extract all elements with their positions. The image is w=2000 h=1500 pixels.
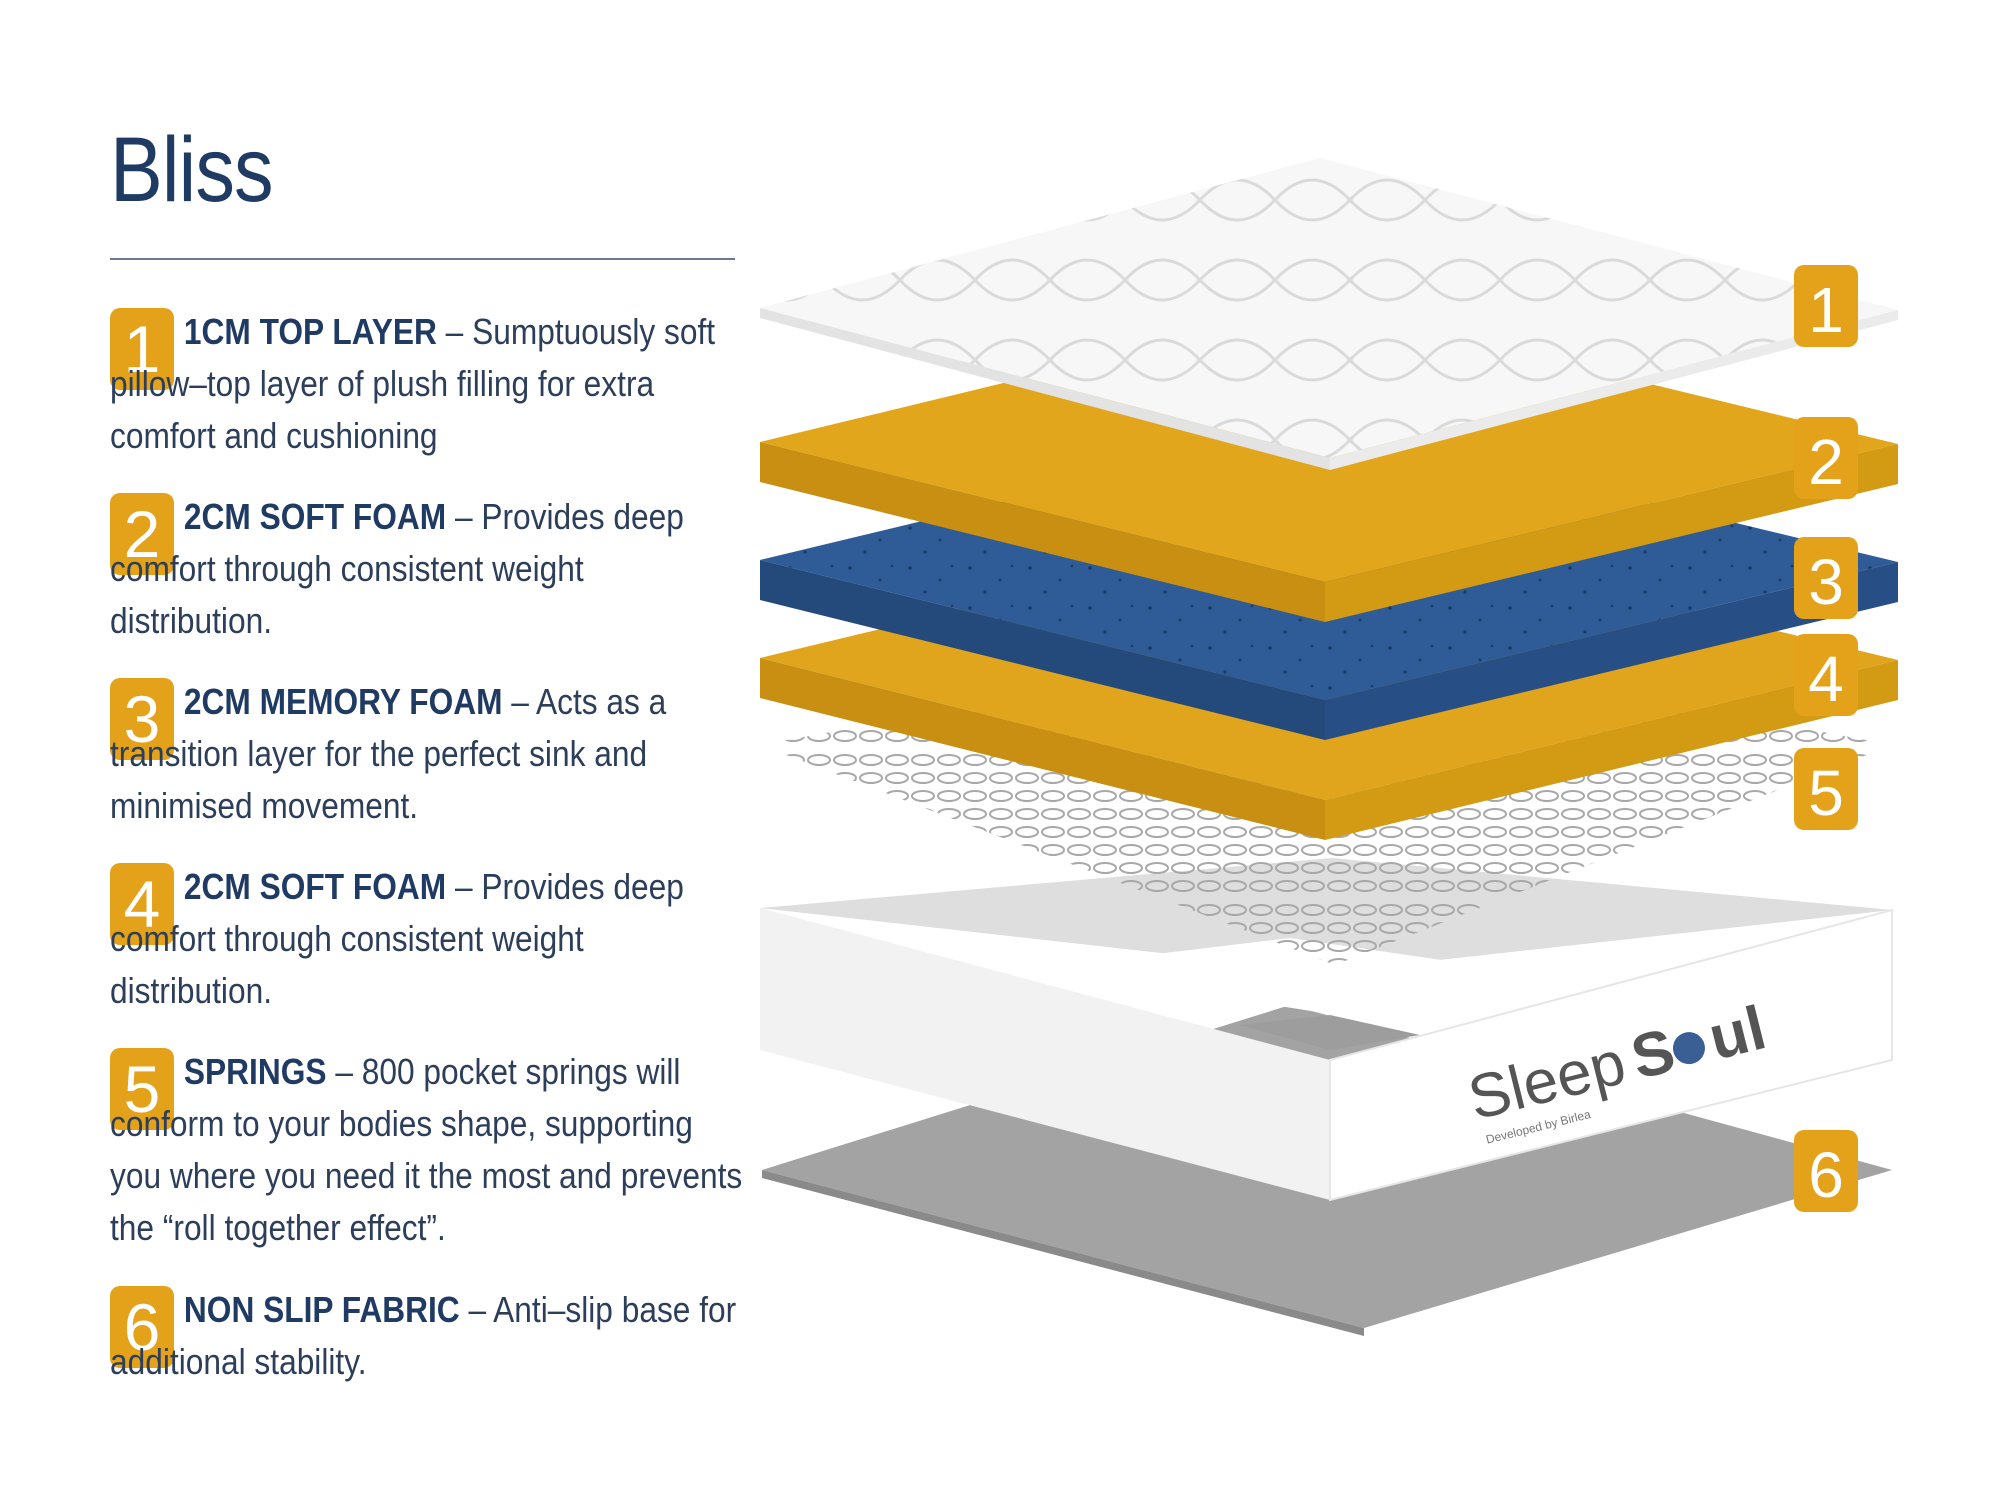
layer-description-2: 2 2CM SOFT FOAM – Provides deep comfort … — [110, 491, 750, 647]
layer-badge-3: 3 — [110, 678, 174, 760]
layer-text-5: 800 pocket springs will conform to your … — [110, 1051, 743, 1248]
logo-droplet-icon — [1672, 1032, 1705, 1065]
layer-text-1: Sumptuously soft pillow–top layer of plu… — [110, 311, 716, 456]
diagram-badge-6: 6 — [1794, 1130, 1858, 1212]
layer-name-6: NON SLIP FABRIC — [183, 1289, 460, 1330]
diagram-badge-3: 3 — [1794, 537, 1858, 619]
layer-text-3: Acts as a transition layer for the perfe… — [110, 681, 667, 826]
svg-text:6: 6 — [1808, 1139, 1844, 1211]
page-title: Bliss — [110, 119, 274, 221]
layer-name-3: 2CM MEMORY FOAM — [183, 681, 503, 722]
svg-text:5: 5 — [1808, 757, 1844, 829]
layer-description-1: 1 1CM TOP LAYER – Sumptuously soft pillo… — [110, 306, 750, 462]
layer-badge-4: 4 — [110, 863, 174, 945]
layer-badge-1: 1 — [110, 308, 174, 390]
layer-badge-2: 2 — [110, 493, 174, 575]
layer-text-6: Anti–slip base for additional stability. — [110, 1289, 737, 1382]
diagram-badge-1: 1 — [1794, 265, 1858, 347]
layer-description-6: 6 NON SLIP FABRIC – Anti–slip base for a… — [110, 1284, 750, 1388]
diagram-badge-5: 5 — [1794, 748, 1858, 830]
layer-1-top-layer — [760, 158, 1898, 470]
svg-text:1: 1 — [1808, 274, 1844, 346]
svg-text:3: 3 — [1808, 546, 1844, 618]
layer-description-4: 4 2CM SOFT FOAM – Provides deep comfort … — [110, 861, 750, 1017]
layer-name-1: 1CM TOP LAYER — [183, 311, 437, 352]
svg-text:4: 4 — [1808, 643, 1844, 715]
layer-description-5: 5 SPRINGS – 800 pocket springs will conf… — [110, 1046, 750, 1254]
layer-description-3: 3 2CM MEMORY FOAM – Acts as a transition… — [110, 676, 750, 832]
layer-name-2: 2CM SOFT FOAM — [183, 496, 447, 537]
layer-name-5: SPRINGS — [183, 1051, 327, 1092]
layer-badge-5: 5 — [110, 1048, 174, 1130]
layer-text-2: Provides deep comfort through consistent… — [110, 496, 684, 641]
diagram-badge-4: 4 — [1794, 634, 1858, 716]
layer-badge-6: 6 — [110, 1286, 174, 1368]
diagram-badge-2: 2 — [1794, 417, 1858, 499]
layer-name-4: 2CM SOFT FOAM — [183, 866, 447, 907]
layer-text-4: Provides deep comfort through consistent… — [110, 866, 684, 1011]
svg-text:2: 2 — [1808, 426, 1844, 498]
title-divider — [110, 258, 735, 260]
